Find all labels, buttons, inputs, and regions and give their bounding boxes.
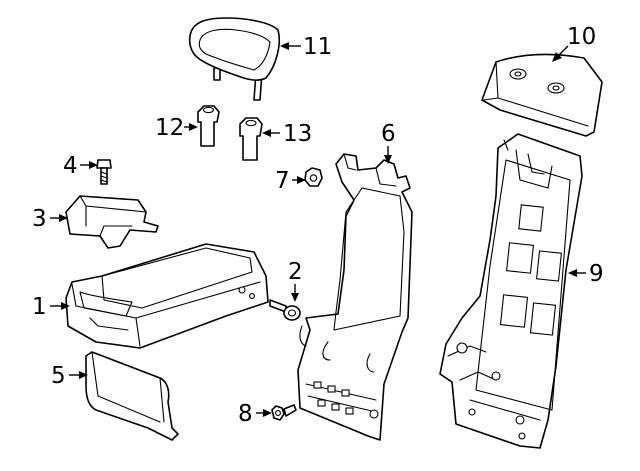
part-3-bracket [65, 195, 159, 249]
callout-3: 3 [32, 206, 47, 232]
part-11-headrest [188, 17, 281, 101]
part-10-upper-trim [481, 53, 603, 137]
part-7-nut [304, 167, 323, 187]
leader-lines [50, 42, 586, 417]
callout-6: 6 [381, 121, 396, 147]
callout-10: 10 [567, 24, 596, 50]
callout-9: 9 [589, 261, 604, 287]
callout-4: 4 [63, 153, 78, 179]
callout-2: 2 [288, 259, 303, 285]
callout-11: 11 [303, 34, 332, 60]
part-12-guide-sleeve [197, 105, 220, 147]
callout-5: 5 [51, 363, 66, 389]
part-5-cover-panel [85, 351, 179, 441]
part-6-side-panel [297, 153, 413, 441]
callout-8: 8 [238, 401, 253, 427]
part-8-bolt [271, 404, 297, 421]
part-4-bolt [96, 159, 112, 185]
part-13-guide-sleeve [239, 117, 263, 161]
part-2-bolt [269, 299, 301, 321]
part-1-armrest-base [65, 243, 269, 349]
callout-labels: 1 2 3 4 5 6 7 8 9 10 11 12 13 [32, 24, 604, 427]
callout-1: 1 [32, 294, 47, 320]
callout-13: 13 [283, 121, 312, 147]
part-9-seatback-frame [439, 133, 583, 449]
callout-7: 7 [275, 168, 290, 194]
callout-12: 12 [155, 115, 184, 141]
